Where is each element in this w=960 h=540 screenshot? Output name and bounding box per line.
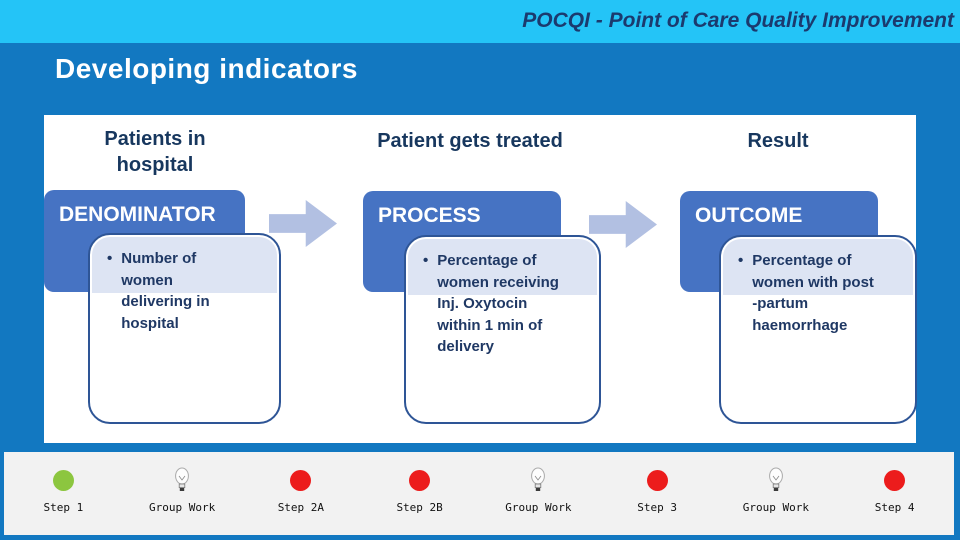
step-label: Group Work <box>149 501 216 514</box>
lightbulb-icon <box>529 466 547 494</box>
indicator-text-outcome: Percentage of women with post -partum ha… <box>752 252 874 334</box>
bullet-dot: • <box>423 252 429 269</box>
card-highlight-band <box>723 239 913 295</box>
bullet-dot: • <box>738 252 744 269</box>
column-heading-patients: Patients in hospital <box>104 128 206 176</box>
brand-title: POCQI - Point of Care Quality Improvemen… <box>522 9 954 32</box>
step-label: Step 3 <box>637 501 677 514</box>
green-circle-icon <box>52 469 74 491</box>
red-circle-icon <box>884 469 906 491</box>
step-item-2a: Step 2A <box>242 452 361 535</box>
stage-label-denominator: DENOMINATOR <box>59 203 216 226</box>
indicator-card-outcome: • Percentage of women with post -partum … <box>719 235 917 424</box>
indicator-card-process: • Percentage of women receiving Inj. Oxy… <box>404 235 601 424</box>
step-progress-bar: Step 1 Group Work Step 2A Step 2B <box>4 452 954 535</box>
step-item-3: Step 3 <box>598 452 717 535</box>
stage-label-process: PROCESS <box>378 204 481 227</box>
indicator-text-process: Percentage of women receiving Inj. Oxyto… <box>437 252 559 355</box>
step-label: Group Work <box>742 501 809 514</box>
column-heading-treatment: Patient gets treated <box>377 130 563 152</box>
step-label: Step 2A <box>277 501 325 514</box>
step-label: Group Work <box>505 501 572 514</box>
step-item-1: Step 1 <box>4 452 123 535</box>
card-highlight-band <box>92 237 277 293</box>
indicator-card-denominator: • Number of women delivering in hospital <box>88 233 281 424</box>
step-label: Step 1 <box>43 501 84 514</box>
step-item-2b: Step 2B <box>360 452 479 535</box>
step-label: Step 2B <box>396 501 443 514</box>
red-circle-icon <box>290 469 312 491</box>
lightbulb-icon <box>173 466 191 494</box>
page-title: Developing indicators <box>55 53 358 84</box>
step-item-groupwork-1: Group Work <box>123 452 242 535</box>
bullet-dot: • <box>107 250 113 267</box>
step-item-4: Step 4 <box>835 452 954 535</box>
step-item-groupwork-2: Group Work <box>479 452 598 535</box>
red-circle-icon <box>409 469 431 491</box>
lightbulb-icon <box>767 466 785 494</box>
header-bar: POCQI - Point of Care Quality Improvemen… <box>0 0 960 43</box>
step-label: Step 4 <box>874 501 915 514</box>
stage-label-outcome: OUTCOME <box>695 204 803 227</box>
indicator-text-denominator: Number of women delivering in hospital <box>121 250 210 332</box>
step-item-groupwork-3: Group Work <box>717 452 836 535</box>
card-highlight-band <box>408 239 597 295</box>
red-circle-icon <box>646 469 668 491</box>
column-heading-result: Result <box>747 130 809 152</box>
